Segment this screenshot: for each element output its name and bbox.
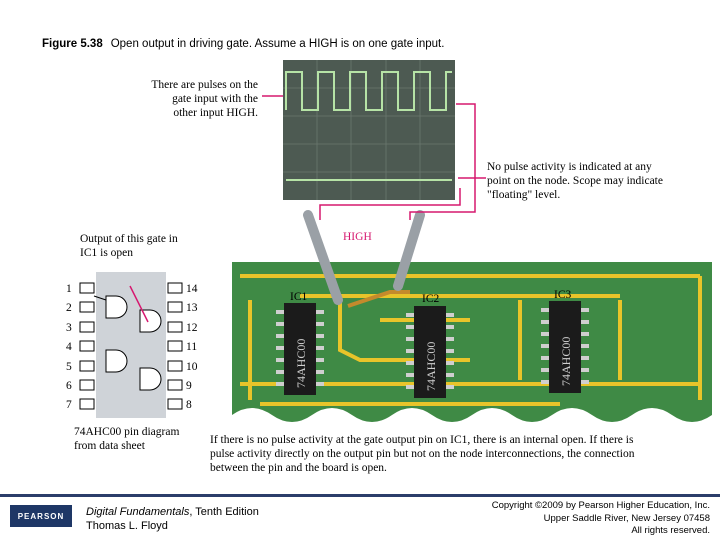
no-pulse-note: No pulse activity is indicated at any po…: [487, 161, 663, 201]
svg-text:14: 14: [186, 283, 198, 295]
svg-text:7: 7: [66, 399, 72, 411]
pin-diagram-pins: [79, 282, 183, 410]
book-info: Digital Fundamentals, Tenth Edition Thom…: [86, 505, 259, 533]
pin-numbers-left: 1 2 3 4 5 6 7: [66, 283, 72, 411]
footer-divider: [0, 494, 720, 497]
ic3-label: IC3: [554, 289, 572, 301]
svg-text:13: 13: [186, 302, 198, 314]
pulse-waveform: [285, 71, 452, 111]
svg-text:8: 8: [186, 399, 192, 411]
pin-diagram-gates: [105, 295, 162, 391]
ic-chips: [276, 301, 589, 398]
output-callout-arrow: [129, 285, 149, 323]
pulses-note: There are pulses on the gate input with …: [151, 79, 258, 119]
figure-label: Figure 5.38: [42, 38, 103, 50]
svg-text:3: 3: [66, 322, 72, 334]
copyright-line-1: Copyright ©2009 by Pearson Higher Educat…: [491, 500, 710, 511]
svg-text:2: 2: [66, 302, 72, 314]
copyright-line-3: All rights reserved.: [631, 525, 710, 536]
ic2-label: IC2: [422, 293, 440, 305]
ic2-chip-text: 74AHC00: [424, 342, 438, 391]
high-label: HIGH: [343, 231, 372, 243]
pearson-logo: PEARSON: [10, 505, 72, 527]
copyright-notice: Copyright ©2009 by Pearson Higher Educat…: [470, 500, 710, 538]
svg-text:10: 10: [186, 361, 198, 373]
book-title-line: Digital Fundamentals, Tenth Edition: [86, 505, 259, 519]
svg-text:12: 12: [186, 322, 198, 334]
ic-labels: IC1 IC2 IC3: [290, 289, 572, 305]
book-author: Thomas L. Floyd: [86, 520, 168, 532]
pin-numbers-right: 14 13 12 11 10 9 8: [186, 283, 198, 411]
ic1-chip-text: 74AHC00: [294, 339, 308, 388]
figure-caption: Figure 5.38 Open output in driving gate. …: [42, 38, 444, 50]
svg-text:4: 4: [66, 341, 72, 353]
svg-text:11: 11: [186, 341, 197, 353]
book-edition: , Tenth Edition: [189, 506, 259, 518]
pin-diagram-note: 74AHC00 pin diagram from data sheet: [74, 426, 180, 452]
scope-probes: [303, 210, 425, 305]
ic3-chip-text: 74AHC00: [559, 337, 573, 386]
svg-text:9: 9: [186, 380, 192, 392]
book-title: Digital Fundamentals: [86, 506, 190, 518]
svg-text:6: 6: [66, 380, 72, 392]
figure-caption-text: Open output in driving gate. Assume a HI…: [110, 38, 445, 50]
ic1-label: IC1: [290, 291, 308, 303]
svg-text:5: 5: [66, 361, 72, 373]
pin-diagram-body: [96, 272, 166, 418]
output-open-note: Output of this gate in IC1 is open: [80, 233, 178, 259]
oscilloscope-screen: [283, 60, 455, 200]
chip-markings: 74AHC00 74AHC00 74AHC00: [294, 337, 573, 391]
bottom-note: If there is no pulse activity at the gat…: [210, 434, 635, 474]
copyright-line-2: Upper Saddle River, New Jersey 07458: [543, 512, 710, 524]
svg-text:1: 1: [66, 283, 72, 295]
